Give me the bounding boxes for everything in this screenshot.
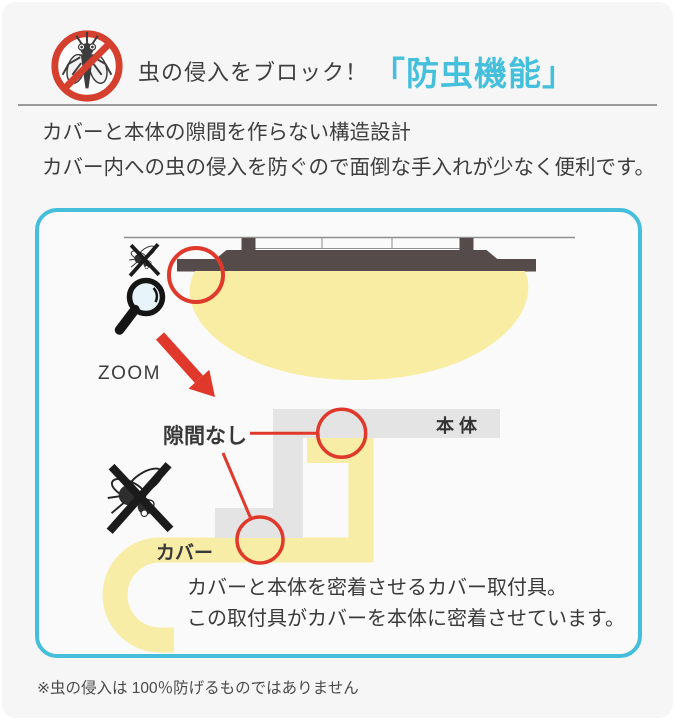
description-line1: カバーと本体の隙間を作らない構造設計 [42, 121, 411, 144]
cover-cross-section [102, 438, 374, 653]
gap-highlight-circle-top [167, 246, 225, 304]
caption-line1: カバーと本体を密着させるカバー取付具。 [187, 577, 567, 599]
description-line2: カバー内への虫の侵入を防ぐので面倒な手入れが少なく便利です。 [42, 155, 655, 179]
no-gap-annotations [221, 407, 368, 565]
ceiling-light-cross-section [124, 236, 575, 380]
title-accent-text: 「防虫機能」 [372, 55, 577, 92]
zoom-arrow [155, 332, 215, 397]
magnifier-icon [114, 277, 166, 335]
title-plain-text: 虫の侵入をブロック！ [138, 60, 369, 85]
light-glow [189, 271, 529, 380]
no-gap-label: 隙間なし [163, 425, 247, 448]
header-title: 虫の侵入をブロック！ 「防虫機能」 [138, 40, 576, 102]
description-paragraph: カバーと本体の隙間を作らない構造設計 カバー内への虫の侵入を防ぐので面倒な手入れ… [42, 116, 655, 185]
diagram-box [35, 208, 642, 658]
footer-note: ※虫の侵入は 100％防げるものではありません [37, 680, 359, 697]
caption-line2: この取付具がカバーを本体に密着させています。 [187, 608, 625, 630]
zoom-label: ZOOM [98, 363, 161, 384]
diagram-caption: カバーと本体を密着させるカバー取付具。 この取付具がカバーを本体に密着させていま… [187, 573, 625, 635]
prohibition-slash [61, 40, 113, 92]
cover-label: カバー [156, 543, 214, 564]
gap-highlight-circle-upper [315, 407, 368, 460]
header-divider [18, 104, 657, 106]
gap-highlight-circle-lower [235, 515, 285, 565]
no-insect-icon [51, 30, 123, 102]
body-label: 本体 [436, 416, 482, 436]
body-cross-section [215, 409, 500, 538]
